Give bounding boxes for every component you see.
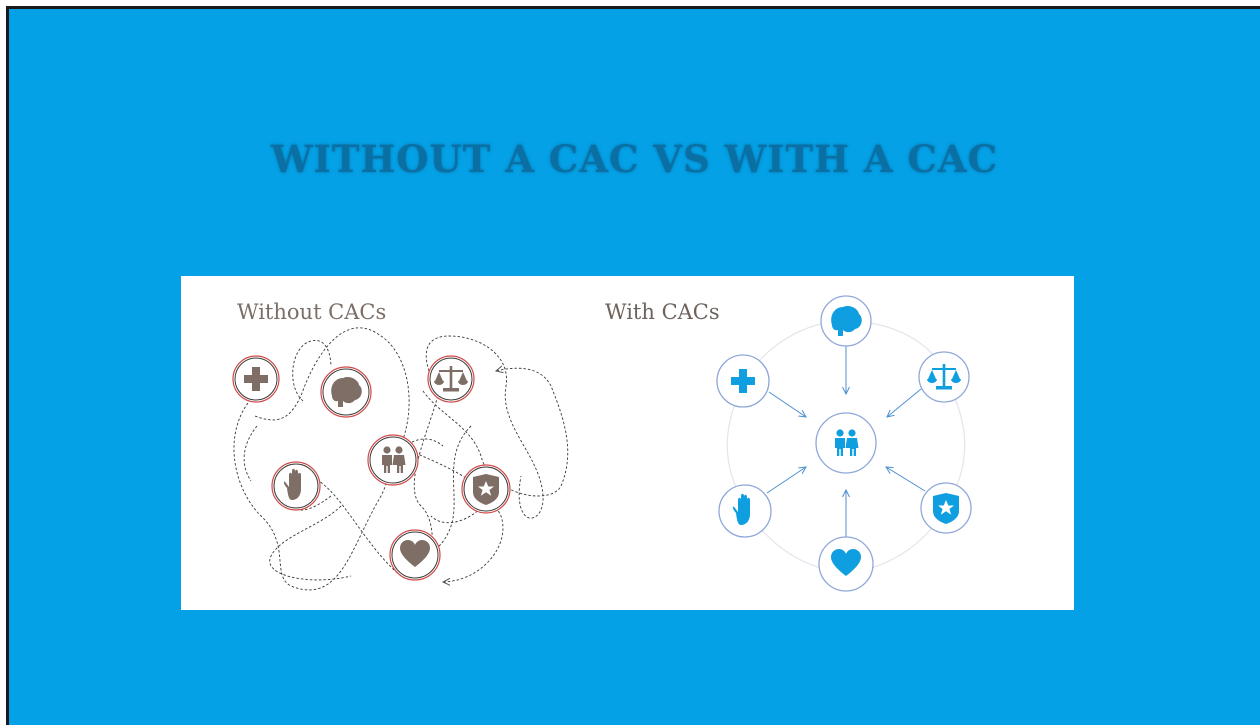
medical-cross-icon bbox=[232, 355, 280, 403]
scales-of-justice-icon bbox=[918, 351, 970, 403]
slide: WITHOUT A CAC VS WITH A CAC bbox=[6, 6, 1260, 725]
with-icons bbox=[716, 295, 972, 592]
spoke-arrows bbox=[766, 346, 926, 538]
police-badge-icon bbox=[920, 482, 972, 534]
heart-icon bbox=[818, 536, 874, 592]
comparison-image: Without CACs bbox=[181, 276, 1074, 610]
police-badge-icon bbox=[461, 464, 511, 514]
without-heading: Without CACs bbox=[237, 300, 386, 324]
raised-hand-icon bbox=[271, 461, 321, 511]
comparison-diagram: Without CACs bbox=[232, 295, 972, 592]
raised-hand-icon bbox=[718, 484, 772, 538]
with-heading: With CACs bbox=[605, 300, 720, 324]
brain-icon bbox=[820, 295, 872, 347]
without-icons bbox=[232, 355, 511, 581]
children-icon bbox=[367, 434, 419, 486]
children-center-icon bbox=[815, 412, 877, 474]
brain-icon bbox=[320, 366, 372, 418]
heart-icon bbox=[389, 529, 441, 581]
slide-title: WITHOUT A CAC VS WITH A CAC bbox=[270, 137, 999, 181]
medical-cross-icon bbox=[716, 354, 770, 408]
scales-of-justice-icon bbox=[427, 355, 475, 403]
